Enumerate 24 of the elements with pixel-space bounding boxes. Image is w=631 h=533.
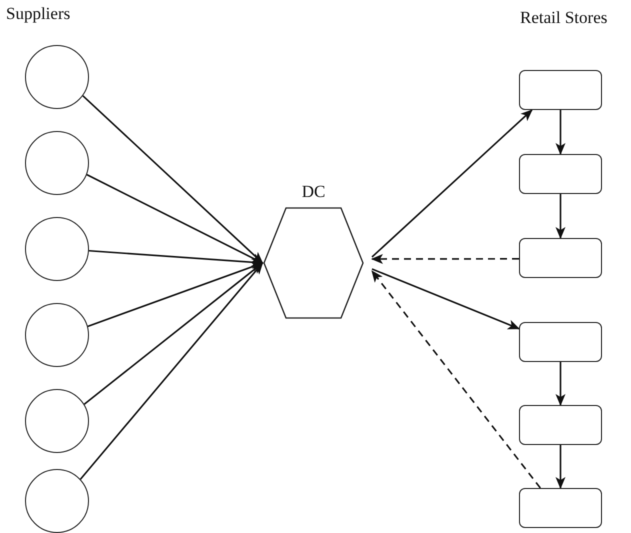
dashed-arrow: [371, 254, 519, 264]
arrow: [556, 362, 566, 406]
arrow: [556, 445, 566, 489]
arrow: [82, 95, 264, 264]
store-box: [519, 238, 602, 278]
store-box: [519, 322, 602, 362]
arrow: [80, 262, 264, 480]
column-heading: Retail Stores: [520, 8, 608, 28]
dashed-arrow: [371, 270, 541, 488]
arrow: [371, 109, 533, 258]
arrow: [372, 268, 520, 330]
arrow: [556, 194, 566, 239]
store-box: [519, 488, 602, 528]
arrow: [86, 174, 264, 264]
arrow: [556, 110, 566, 155]
node-title: DC: [300, 182, 326, 202]
supplier-circle: [25, 469, 89, 533]
arrow: [88, 262, 264, 328]
store-box: [519, 70, 602, 110]
arrow: [88, 250, 264, 268]
arrow: [84, 262, 264, 405]
store-box: [519, 154, 602, 194]
column-heading: Suppliers: [6, 4, 70, 24]
store-box: [519, 405, 602, 445]
